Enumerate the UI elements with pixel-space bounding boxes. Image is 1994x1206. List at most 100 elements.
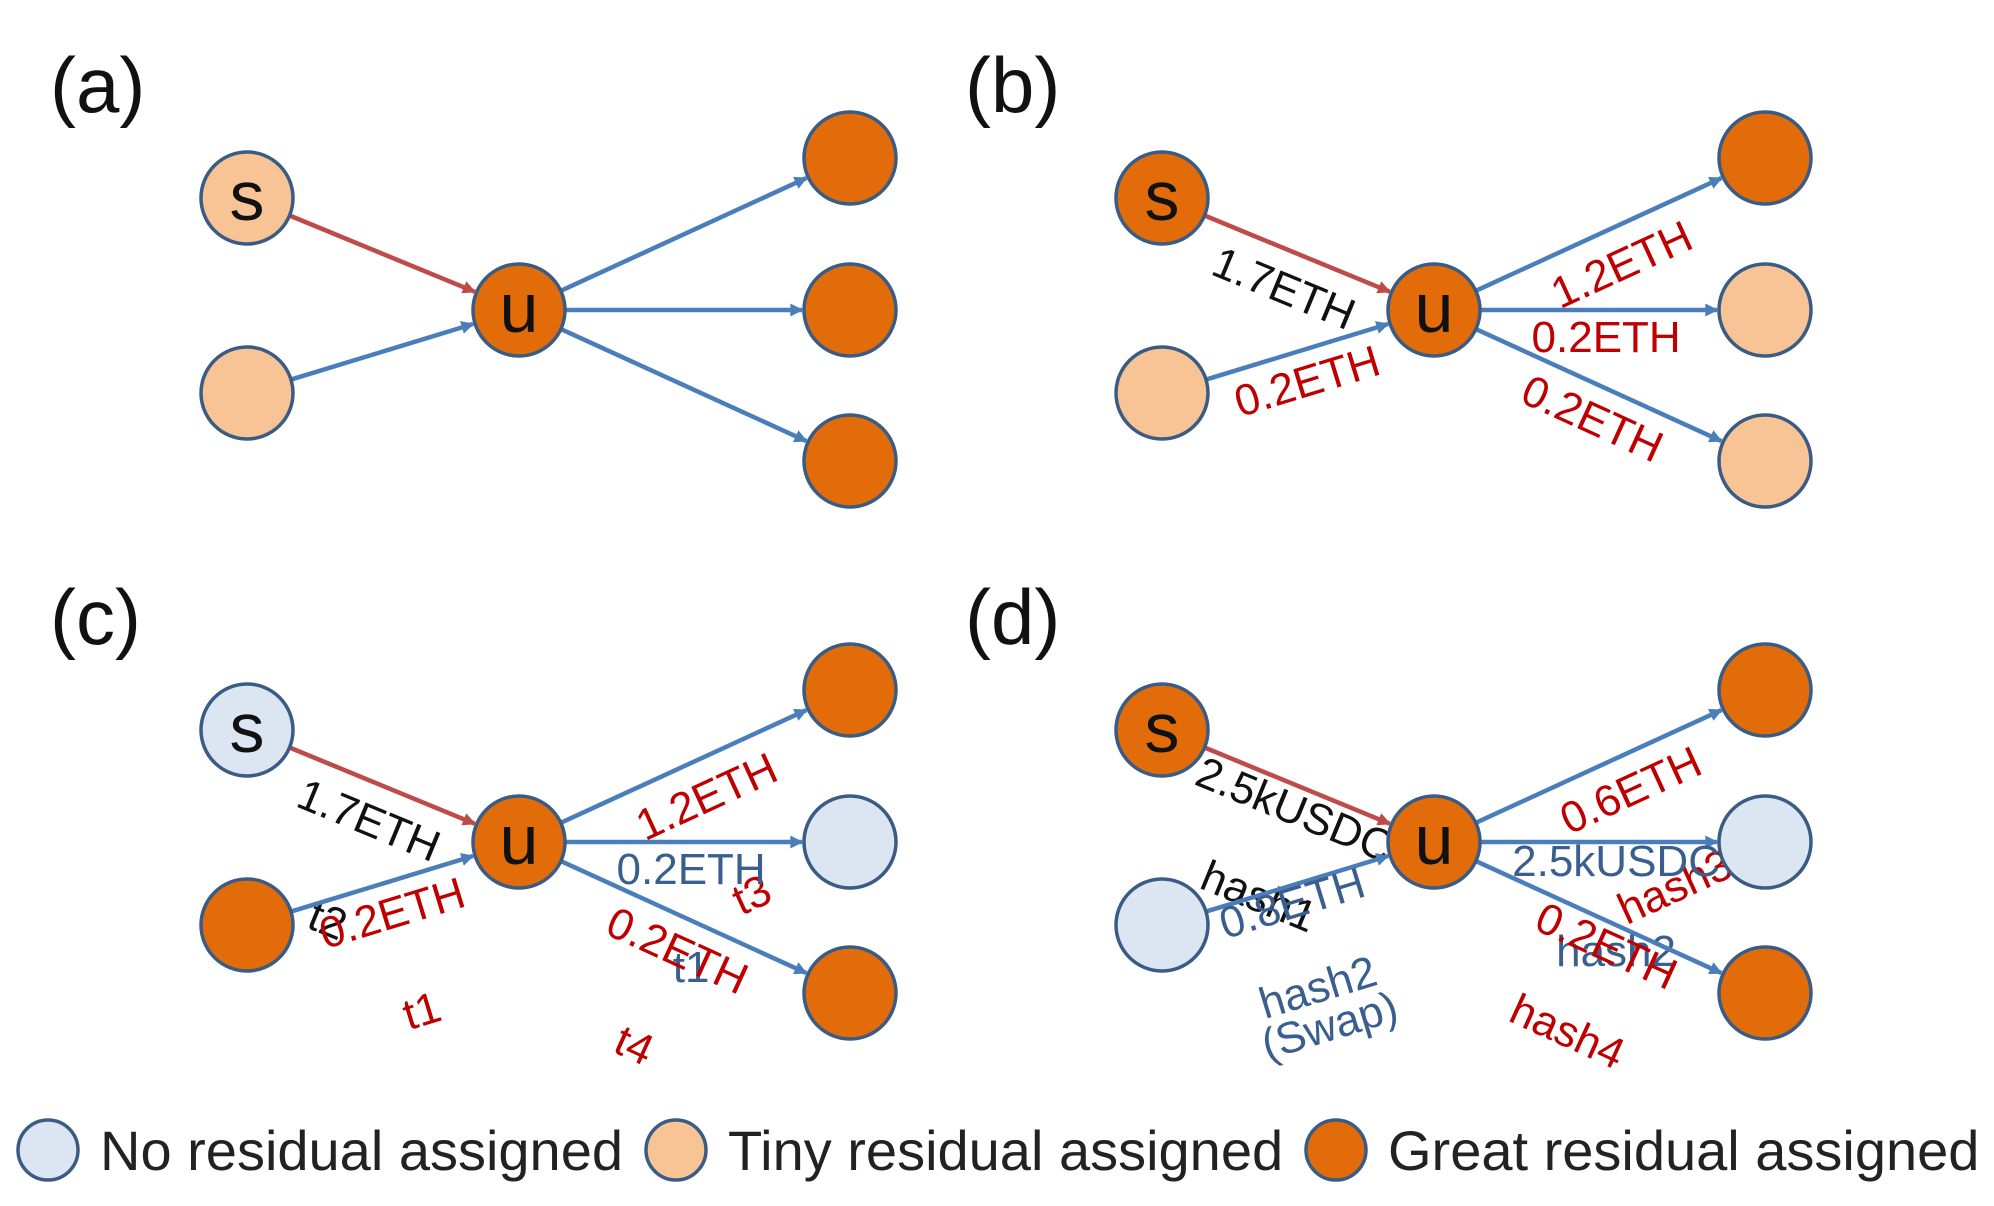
edge-u-o1 <box>559 707 808 825</box>
edge-label-line: 2.5kUSDC <box>1189 748 1400 872</box>
node-circle <box>802 110 898 206</box>
node-o3 <box>1717 945 1813 1041</box>
node-u: u <box>1386 262 1482 358</box>
node-o2 <box>802 262 898 358</box>
node-circle <box>471 262 567 358</box>
node-label: s <box>230 689 265 767</box>
node-p <box>1114 877 1210 973</box>
edge-s-u <box>288 745 476 826</box>
legend-label: Great residual assigned <box>1388 1119 1979 1182</box>
edge-s-u <box>1203 213 1391 294</box>
node-o2 <box>1717 262 1813 358</box>
node-s: s <box>1114 682 1210 778</box>
edge-p-u <box>1205 853 1390 914</box>
node-circle <box>1386 794 1482 890</box>
edge-label: 1.7ETH <box>1205 238 1362 340</box>
legend-swatch <box>644 1118 708 1182</box>
node-p <box>199 877 295 973</box>
node-circle <box>1114 150 1210 246</box>
panel-a: (a) s u <box>50 41 898 509</box>
edge-u-o1 <box>559 175 808 293</box>
edge-p-u <box>290 321 475 382</box>
legend-swatch <box>1304 1118 1368 1182</box>
node-p <box>1114 345 1210 441</box>
edge-s-u <box>288 213 476 294</box>
node-circle <box>199 150 295 246</box>
node-label: u <box>500 801 539 879</box>
node-s: s <box>1114 150 1210 246</box>
edge-u-o1 <box>1474 175 1723 293</box>
node-circle <box>1114 877 1210 973</box>
node-circle <box>199 345 295 441</box>
node-circle <box>1717 413 1813 509</box>
edge-s-u <box>1203 745 1391 826</box>
legend-item: No residual assigned <box>16 1118 623 1182</box>
edge-label-line: 1.2ETH <box>1544 212 1700 319</box>
node-circle <box>1717 110 1813 206</box>
node-u: u <box>471 794 567 890</box>
node-circle <box>199 877 295 973</box>
node-o1 <box>802 110 898 206</box>
edge-p-u <box>290 853 475 914</box>
node-s: s <box>199 682 295 778</box>
node-label: s <box>1145 689 1180 767</box>
node-p <box>199 345 295 441</box>
node-o3 <box>802 413 898 509</box>
edge-label-line: 2.5kUSDC <box>1512 837 1720 886</box>
node-circle <box>1114 345 1210 441</box>
edge-label-line: hash4 <box>1503 985 1632 1079</box>
legend-swatch <box>16 1118 80 1182</box>
panel-d: (d)2.5kUSDChash10.8ETHhash2(Swap)0.6ETHh… <box>965 573 1813 1079</box>
legend-item: Great residual assigned <box>1304 1118 1979 1182</box>
node-circle <box>1717 945 1813 1041</box>
panel-label: (c) <box>50 573 141 661</box>
edge-label-line: t1 <box>397 982 446 1040</box>
node-s: s <box>199 150 295 246</box>
node-circle <box>802 262 898 358</box>
node-label: u <box>1415 801 1454 879</box>
edge-label: 0.2ETH <box>1532 313 1681 362</box>
node-circle <box>1717 794 1813 890</box>
node-circle <box>1386 262 1482 358</box>
panel-label: (b) <box>965 41 1060 129</box>
edge-label-line: 1.2ETH <box>629 744 785 851</box>
edge-label-line: 0.2ETH <box>617 845 766 894</box>
edge-u-o3 <box>1474 859 1723 976</box>
node-label: s <box>1145 157 1180 235</box>
node-circle <box>199 682 295 778</box>
edge-label-line: 1.7ETH <box>1205 238 1362 340</box>
node-circle <box>1717 262 1813 358</box>
edge-u-o3 <box>559 327 808 444</box>
panel-label: (a) <box>50 41 145 129</box>
legend-label: Tiny residual assigned <box>728 1119 1283 1182</box>
edge-label: 0.2ETH t1 <box>617 845 766 992</box>
node-circle <box>802 413 898 509</box>
node-o3 <box>1717 413 1813 509</box>
panel-c: (c)1.7ETHt20.2ETHt11.2ETHt30.2ETHt10.2ET… <box>50 573 898 1076</box>
node-label: u <box>1415 269 1454 347</box>
panel-label: (d) <box>965 573 1060 661</box>
node-u: u <box>1386 794 1482 890</box>
node-label: s <box>230 157 265 235</box>
edge-u-o3 <box>1474 327 1723 444</box>
edge-label-line: 0.2ETH <box>1532 313 1681 362</box>
node-circle <box>471 794 567 890</box>
node-label: u <box>500 269 539 347</box>
node-circle <box>802 794 898 890</box>
node-circle <box>802 945 898 1041</box>
edge-label-line: t4 <box>607 1016 661 1076</box>
node-circle <box>802 642 898 738</box>
legend-label: No residual assigned <box>100 1119 623 1182</box>
node-circle <box>1717 642 1813 738</box>
node-u: u <box>471 262 567 358</box>
edge-label-line: t1 <box>673 943 710 992</box>
panels-layer: (a)su(b)1.7ETH0.2ETH1.2ETH0.2ETH0.2ETHsu… <box>50 41 1813 1079</box>
edge-u-o3 <box>559 859 808 976</box>
node-o1 <box>802 642 898 738</box>
legend-item: Tiny residual assigned <box>644 1118 1283 1182</box>
legend: No residual assigned Tiny residual assign… <box>16 1118 1979 1182</box>
